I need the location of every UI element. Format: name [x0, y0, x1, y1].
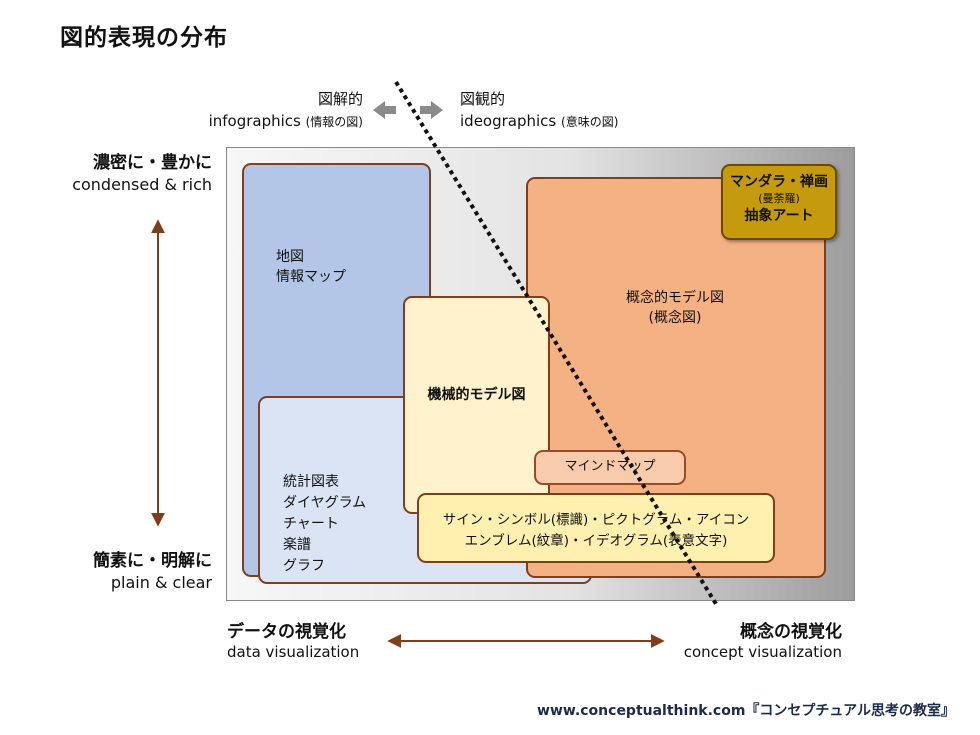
- data-visualization-label: データの視覚化 data visualization: [227, 622, 359, 662]
- mechanical-model-label: 機械的モデル図: [427, 387, 526, 403]
- mandala-region: [721, 164, 837, 240]
- mind-map-label: マインドマップ: [564, 459, 656, 474]
- data-visualization-en: data visualization: [227, 643, 360, 661]
- plain-jp: 簡素に・明解に: [93, 551, 212, 571]
- statistics-label: 統計図表 ダイヤグラム チャート 楽譜 グラフ: [283, 472, 366, 577]
- ideographics-label: 図観的 ideographics (意味の図): [460, 88, 690, 133]
- rich-en: condensed & rich: [72, 175, 212, 194]
- mind-map-region: [534, 450, 686, 485]
- sign-symbol-label-line: サイン・シンボル(標識)・ピクトグラム・アイコン: [442, 512, 750, 528]
- ideographics-en-line: ideographics (意味の図): [460, 110, 690, 133]
- statistics-label-line: チャート: [283, 516, 339, 532]
- infographics-en: infographics: [208, 112, 301, 130]
- infographics-jp: 図解的: [317, 90, 363, 108]
- map-label-line: 地図: [276, 249, 304, 265]
- mechanical-model-region: [403, 296, 550, 514]
- sign-symbol-label: サイン・シンボル(標識)・ピクトグラム・アイコン エンブレム(紋章)・イデオグラ…: [417, 510, 775, 552]
- sign-symbol-region: [417, 493, 775, 563]
- infographics-label: 図解的 infographics (情報の図): [168, 88, 363, 133]
- statistics-label-line: グラフ: [283, 558, 325, 574]
- gray-double-arrow-icon: [373, 101, 443, 119]
- concept-visualization-en: concept visualization: [683, 643, 842, 661]
- concept-visualization-jp: 概念の視覚化: [740, 622, 842, 642]
- map-label-line: 情報マップ: [276, 269, 346, 285]
- data-visualization-jp: データの視覚化: [227, 622, 346, 642]
- plain-en: plain & clear: [110, 573, 212, 592]
- statistics-label-line: 楽譜: [283, 537, 311, 553]
- concept-visualization-label: 概念の視覚化 concept visualization: [640, 622, 842, 662]
- infographics-note: (情報の図): [305, 115, 363, 129]
- ideographics-note: (意味の図): [561, 115, 619, 129]
- rich-label: 濃密に・豊かに condensed & rich: [40, 152, 212, 196]
- concept-model-label: 概念的モデル図 (概念図): [595, 288, 755, 328]
- ideographics-en: ideographics: [460, 112, 557, 130]
- mandala-label-line: 抽象アート: [744, 208, 814, 224]
- mandala-label-sub: (曼荼羅): [758, 192, 800, 205]
- concept-model-label-line: (概念図): [648, 310, 702, 326]
- page-title: 図的表現の分布: [60, 25, 228, 51]
- mandala-label-line: マンダラ・禅画: [730, 174, 828, 190]
- concept-model-label-line: 概念的モデル図: [626, 290, 724, 306]
- divider-dotted-line: [394, 80, 718, 606]
- map-label: 地図 情報マップ: [276, 247, 346, 287]
- statistics-label-line: 統計図表: [283, 474, 339, 490]
- mandala-label: マンダラ・禅画 (曼荼羅) 抽象アート: [721, 172, 837, 226]
- plain-label: 簡素に・明解に plain & clear: [40, 550, 212, 594]
- ideographics-jp: 図観的: [460, 90, 506, 108]
- rich-jp: 濃密に・豊かに: [93, 153, 212, 173]
- footer-credit: www.conceptualthink.com『コンセプチュアル思考の教室』: [537, 703, 955, 719]
- infographics-en-line: infographics (情報の図): [168, 110, 363, 133]
- sign-symbol-label-line: エンブレム(紋章)・イデオグラム(表意文字): [464, 533, 728, 549]
- statistics-label-line: ダイヤグラム: [283, 495, 367, 511]
